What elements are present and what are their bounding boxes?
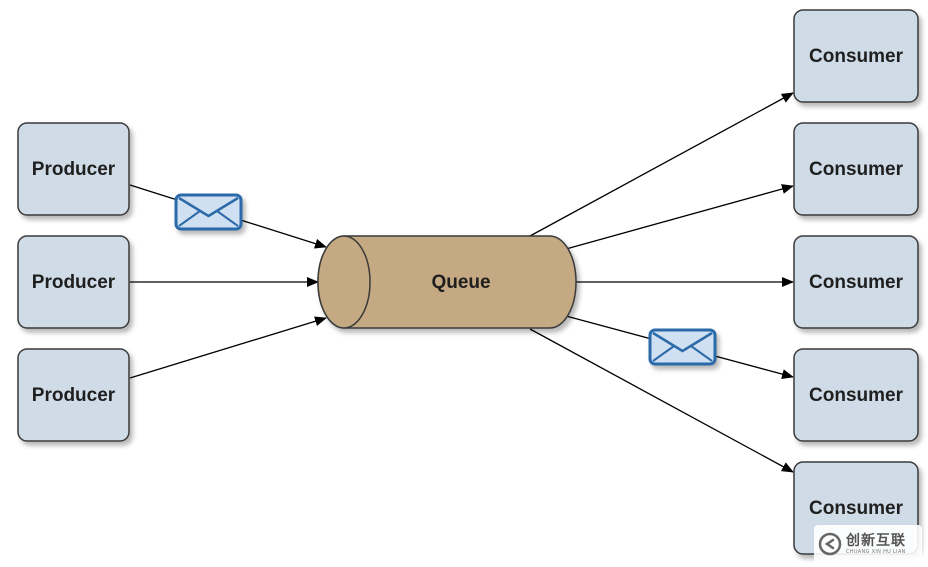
envelope-icon xyxy=(174,193,243,231)
queue-label: Queue xyxy=(431,272,490,293)
logo-icon xyxy=(818,532,842,556)
watermark-subtext: CHUANG XIN HU LIAN xyxy=(846,548,906,555)
producer-node: Producer xyxy=(17,348,130,442)
producer-label: Producer xyxy=(32,272,116,293)
arrow-queue-to-consumer-1 xyxy=(529,92,794,237)
producer-node: Producer xyxy=(17,122,130,216)
watermark-text: 创新互联 xyxy=(846,532,906,549)
consumer-label: Consumer xyxy=(809,498,904,519)
watermark: 创新互联 CHUANG XIN HU LIAN xyxy=(814,525,922,563)
arrow-queue-to-consumer-2 xyxy=(565,184,794,250)
queue-node xyxy=(317,235,577,329)
arrow-producer-3-to-queue xyxy=(129,316,327,379)
consumer-label: Consumer xyxy=(809,159,904,180)
consumer-label: Consumer xyxy=(809,46,904,67)
arrow-queue-to-consumer-5 xyxy=(529,328,794,473)
envelope-icon xyxy=(648,328,717,366)
producer-node: Producer xyxy=(17,235,130,329)
consumer-node: Consumer xyxy=(793,9,919,103)
consumer-node: Consumer xyxy=(793,122,919,216)
consumer-node: Consumer xyxy=(793,348,919,442)
consumer-label: Consumer xyxy=(809,272,904,293)
producer-label: Producer xyxy=(32,385,116,406)
consumer-node: Consumer xyxy=(793,235,919,329)
consumer-label: Consumer xyxy=(809,385,904,406)
producer-label: Producer xyxy=(32,159,116,180)
